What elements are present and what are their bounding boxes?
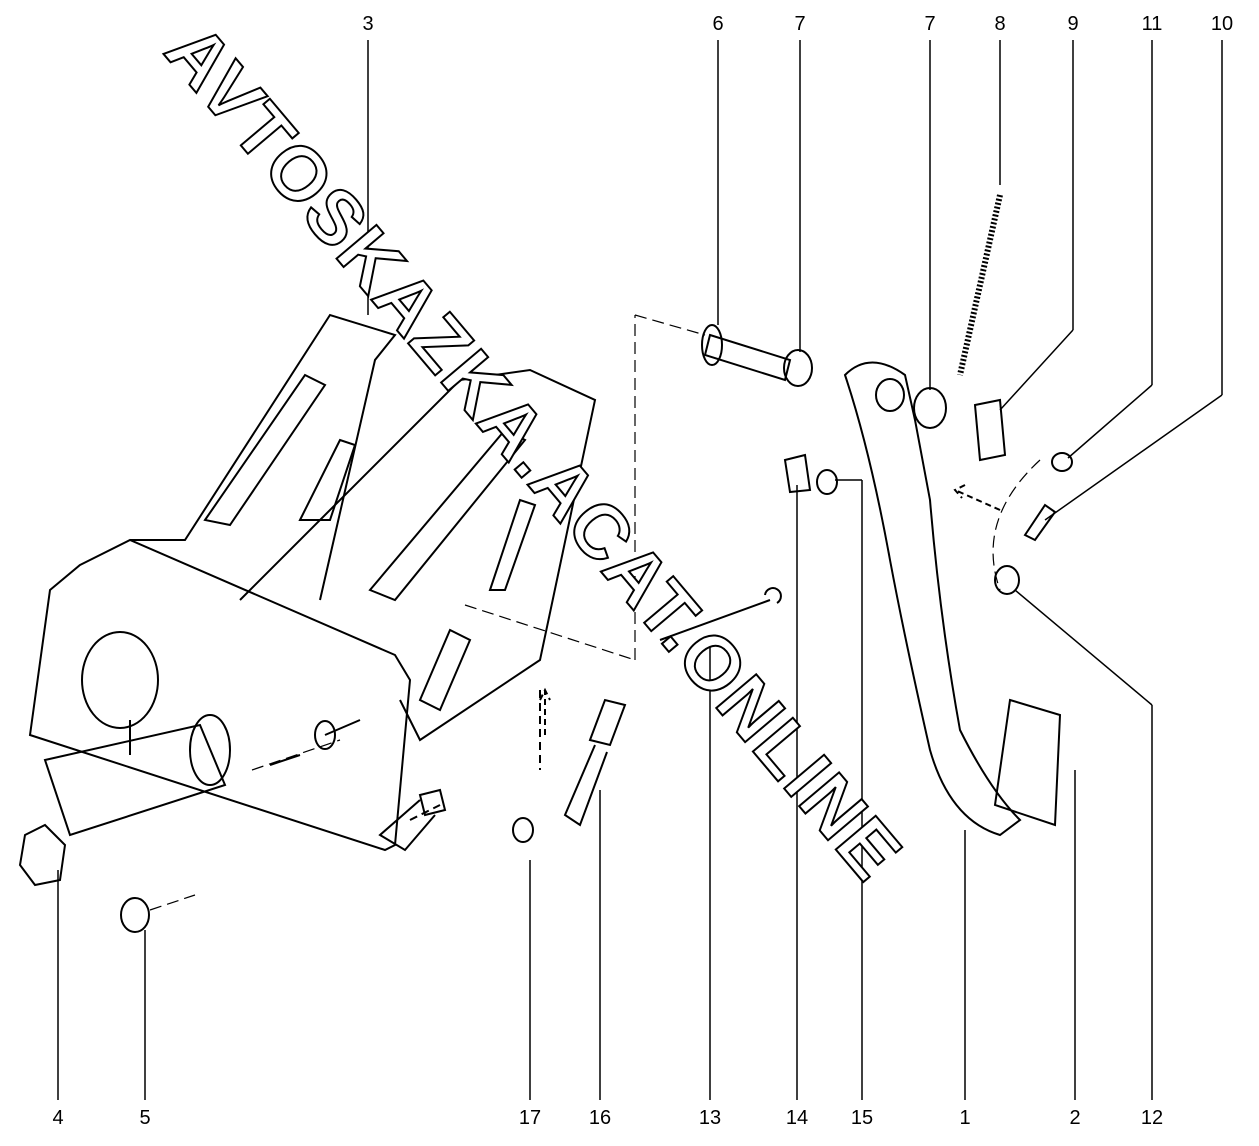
nut-17 xyxy=(512,817,534,843)
callout-16: 16 xyxy=(588,1107,612,1129)
callout-7: 7 xyxy=(794,13,806,35)
pin-13 xyxy=(659,587,782,641)
callout-1: 1 xyxy=(959,1107,971,1129)
callout-8: 8 xyxy=(994,13,1006,35)
bush-7b xyxy=(913,387,947,429)
callout-6: 6 xyxy=(712,13,724,35)
callout-3: 3 xyxy=(362,13,374,35)
spring-8 xyxy=(957,194,1003,376)
callout-14: 14 xyxy=(785,1107,809,1129)
assembly-dashes xyxy=(149,314,1041,911)
callout-17: 17 xyxy=(518,1107,542,1129)
callout-2: 2 xyxy=(1069,1107,1081,1129)
callout-9: 9 xyxy=(1067,13,1079,35)
callout-13: 13 xyxy=(698,1107,722,1129)
nut-11 xyxy=(1051,452,1073,472)
clip-14 xyxy=(783,453,812,494)
callout-15: 15 xyxy=(850,1107,874,1129)
callout-10: 10 xyxy=(1210,13,1234,35)
pad-2 xyxy=(993,698,1062,827)
arrow-dashed xyxy=(539,484,1001,735)
callout-4: 4 xyxy=(52,1107,64,1129)
washer-15 xyxy=(816,469,838,495)
leader-lines xyxy=(57,40,1223,1100)
bolt-10 xyxy=(1023,503,1057,542)
callout-11: 11 xyxy=(1141,13,1163,35)
callout-5: 5 xyxy=(139,1107,151,1129)
clip-9 xyxy=(973,398,1007,462)
switch-16 xyxy=(378,690,541,852)
master-cylinder xyxy=(18,714,231,887)
nut-5 xyxy=(120,897,150,933)
pedal-1 xyxy=(843,361,1022,837)
bush-7 xyxy=(783,349,813,387)
axle-6 xyxy=(703,333,792,382)
stop-12 xyxy=(994,565,1020,595)
callout-7b: 7 xyxy=(924,13,936,35)
stud xyxy=(269,719,361,766)
callout-12: 12 xyxy=(1140,1107,1164,1129)
